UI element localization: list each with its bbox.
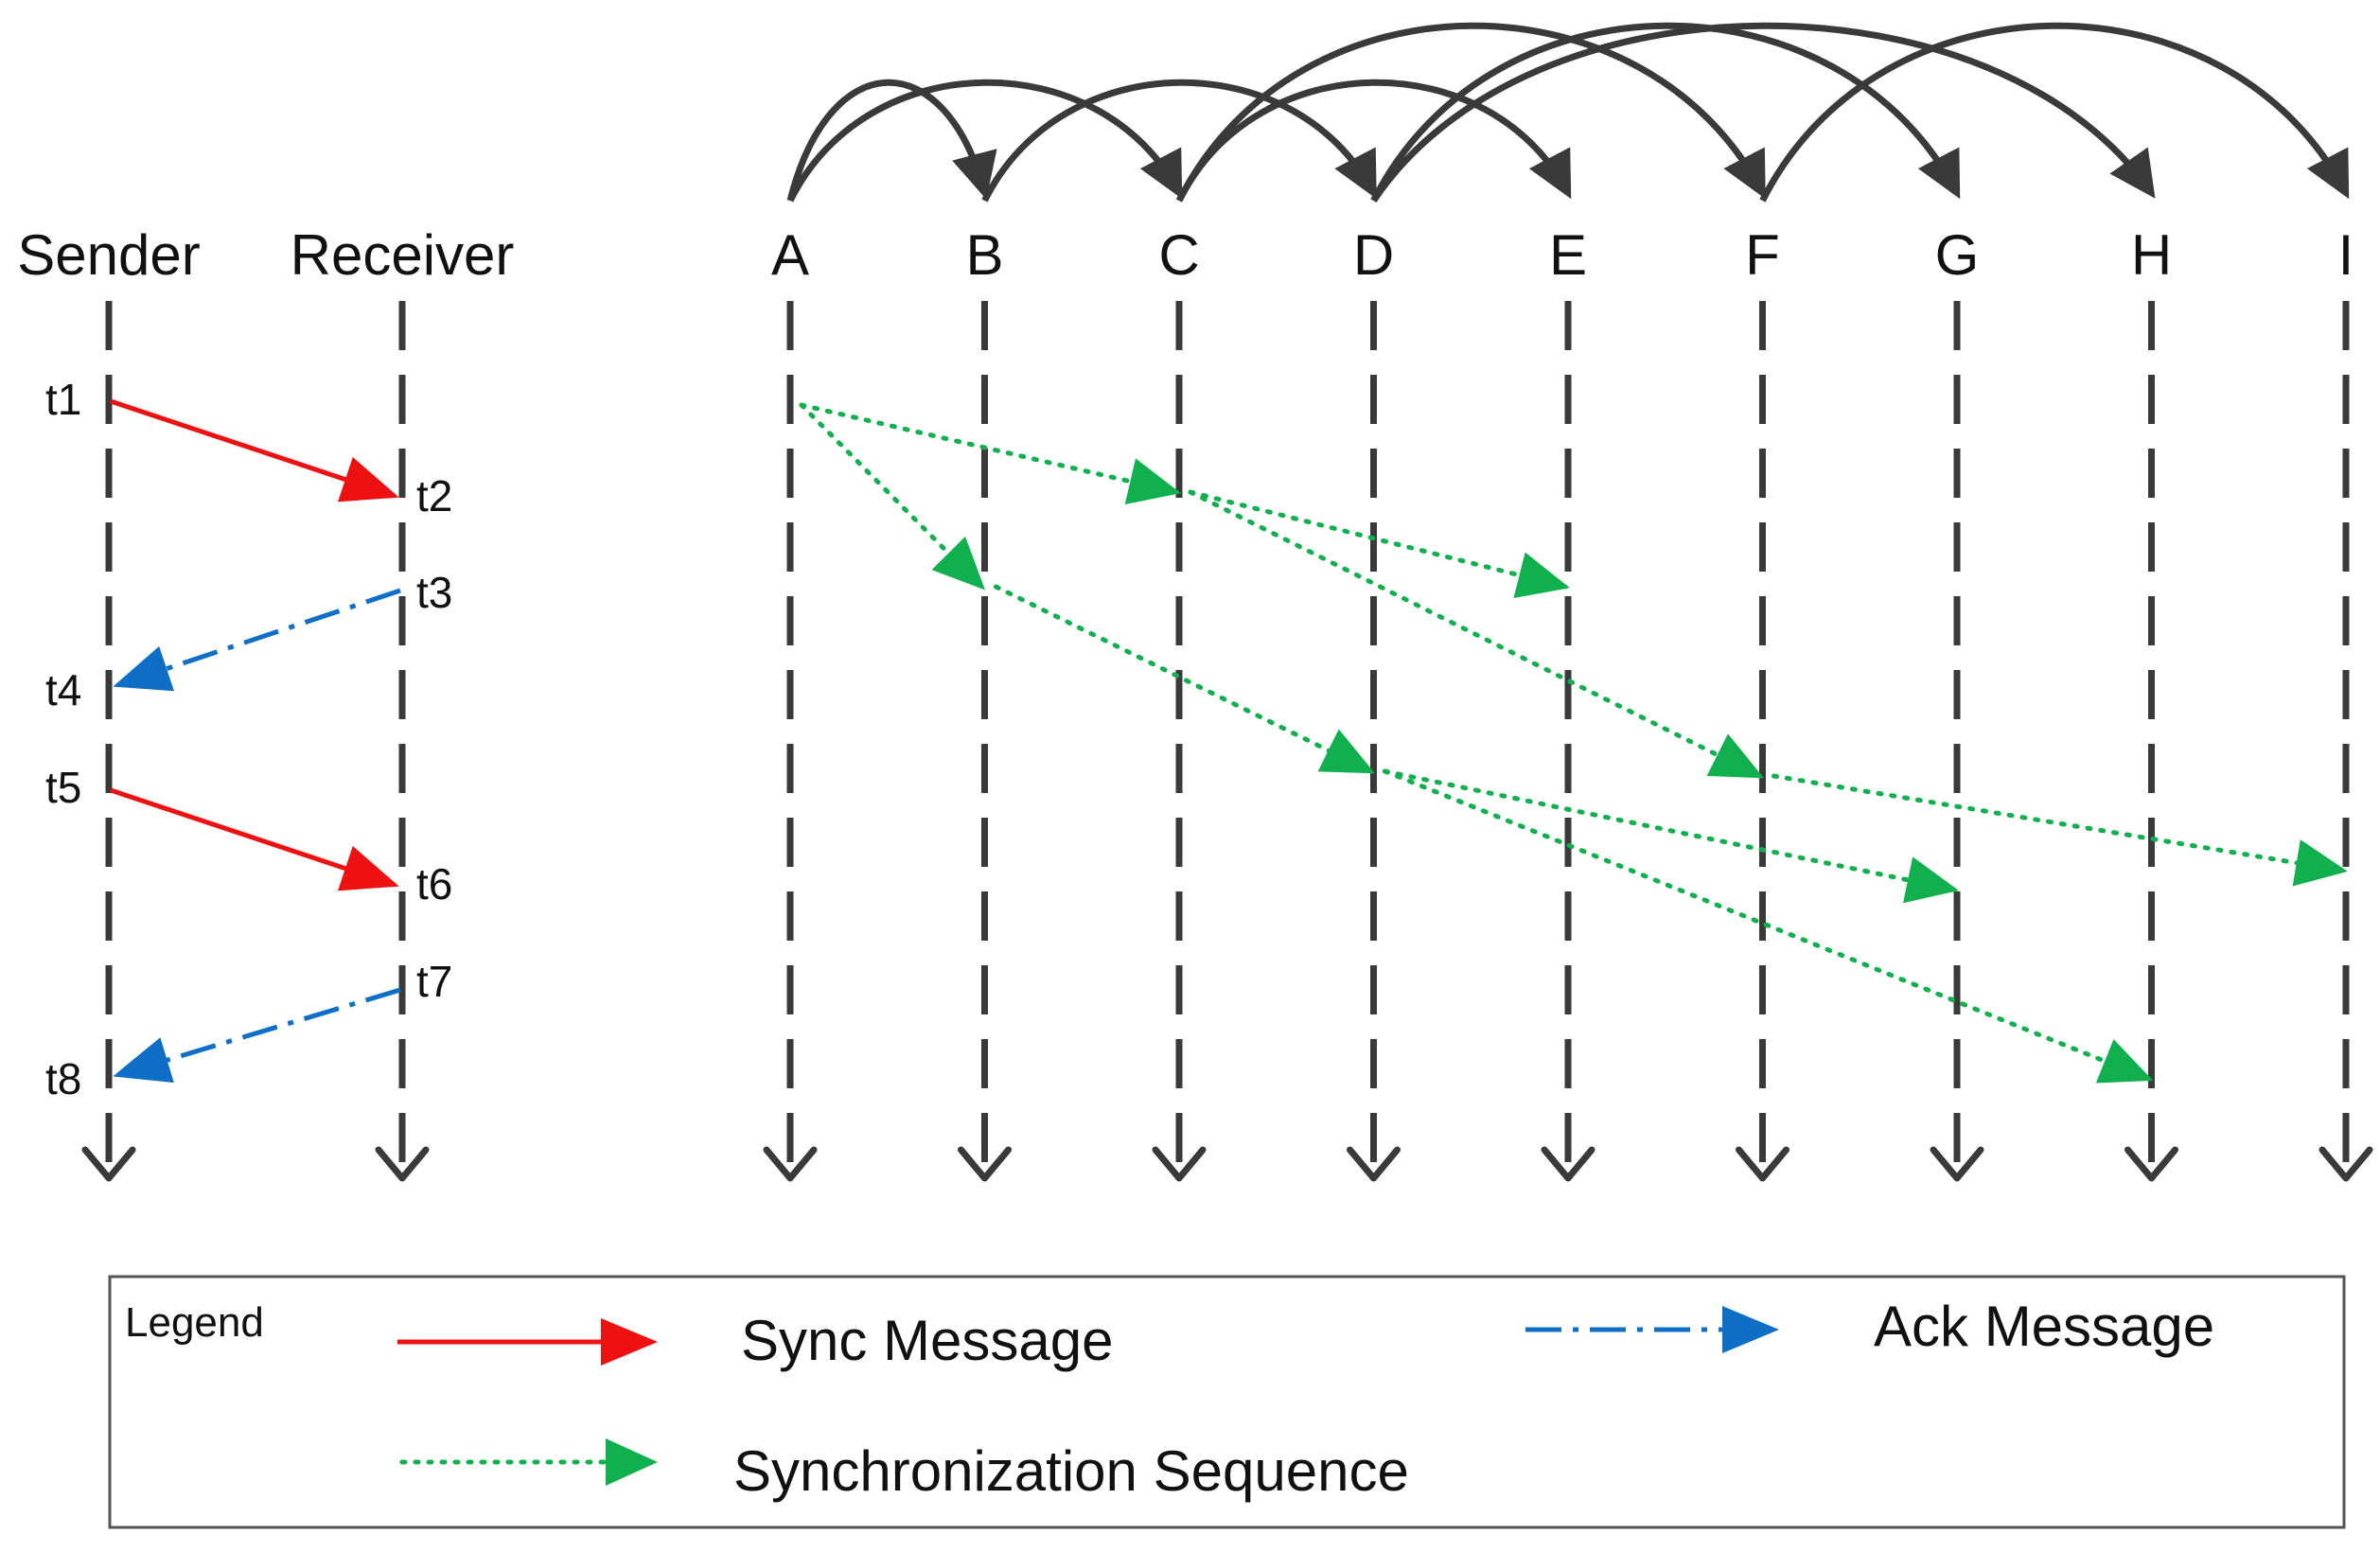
timestamp-t8: t8 <box>45 1054 81 1103</box>
sync-sequence-arrow-a-b <box>799 402 986 591</box>
timestamp-t1: t1 <box>45 375 81 424</box>
topology-arc-c-e <box>1175 79 1572 203</box>
receiver-label: Receiver <box>291 223 515 287</box>
sync-message-2 <box>110 787 399 891</box>
node-timeline-arrowhead-c <box>1152 1146 1207 1182</box>
node-label-b: B <box>965 223 1003 287</box>
legend-sync-message-label: Sync Message <box>741 1309 1114 1372</box>
timestamp-t5: t5 <box>45 763 81 812</box>
timestamp-t7: t7 <box>416 957 452 1006</box>
topology-arcs <box>786 22 2350 203</box>
topology-arc-d-h <box>1370 22 2156 203</box>
sync-sequence-arrow-d-g <box>1383 768 1959 904</box>
node-timelines: A B C D E F G H I <box>763 223 2373 1182</box>
topology-arc-b-d <box>981 79 1377 203</box>
node-label-a: A <box>771 223 809 287</box>
ack-message-1 <box>113 588 401 692</box>
sync-sequence-arrow-a-c <box>799 402 1181 505</box>
timestamp-t2: t2 <box>416 471 452 520</box>
node-timeline-arrowhead-f <box>1736 1146 1789 1182</box>
node-timeline-arrowhead-e <box>1541 1146 1595 1182</box>
node-label-d: D <box>1353 223 1394 287</box>
sender-label: Sender <box>17 223 200 287</box>
node-label-e: E <box>1549 223 1587 287</box>
ack-message-2 <box>113 987 401 1084</box>
sender-timeline-arrowhead <box>81 1146 136 1182</box>
node-label-g: G <box>1935 223 1980 287</box>
timestamp-t6: t6 <box>416 859 452 908</box>
node-timeline-arrowhead-g <box>1930 1146 1984 1182</box>
node-label-i: I <box>2338 223 2354 287</box>
node-timeline-arrowhead-i <box>2318 1146 2373 1182</box>
legend-title: Legend <box>125 1299 264 1346</box>
topology-arc-d-g <box>1370 22 1961 203</box>
legend-box <box>108 1275 2346 1529</box>
synchronization-sequence-arrows <box>799 402 2348 1084</box>
sync-sequence-arrow-f-i <box>1772 773 2348 887</box>
legend-ack-message-label: Ack Message <box>1874 1295 2214 1358</box>
node-timeline-arrowhead-h <box>2124 1146 2178 1182</box>
sync-message-1 <box>110 398 399 503</box>
sync-sequence-arrow-d-h <box>1383 768 2154 1084</box>
node-label-f: F <box>1745 223 1780 287</box>
topology-arc-a-b <box>786 79 997 202</box>
node-timeline-arrowhead-d <box>1347 1146 1401 1182</box>
node-label-c: C <box>1158 223 1199 287</box>
node-panel: A B C D E F G H I <box>763 22 2373 1182</box>
sync-sequence-arrow-c-f <box>1188 489 1764 779</box>
sync-sequence-arrow-c-e <box>1188 489 1570 598</box>
topology-arc-a-c <box>786 79 1183 203</box>
node-label-h: H <box>2131 223 2172 287</box>
node-timeline-arrowhead-a <box>763 1146 818 1182</box>
timestamp-t3: t3 <box>416 568 452 617</box>
node-timeline-arrowhead-b <box>958 1146 1012 1182</box>
timestamp-t4: t4 <box>45 665 81 714</box>
receiver-timeline-arrowhead <box>375 1146 430 1182</box>
topology-arc-f-i <box>1759 22 2350 203</box>
sender-receiver-panel: Sender Receiver t1 t2 t3 t4 t5 t6 t7 t8 <box>17 223 515 1182</box>
legend: Legend Sync Message Ack Message Synchron… <box>108 1275 2346 1529</box>
topology-arc-c-f <box>1175 22 1766 203</box>
legend-sync-sequence-label: Synchronization Sequence <box>733 1439 1409 1503</box>
sync-sequence-arrow-b-d <box>994 584 1375 774</box>
